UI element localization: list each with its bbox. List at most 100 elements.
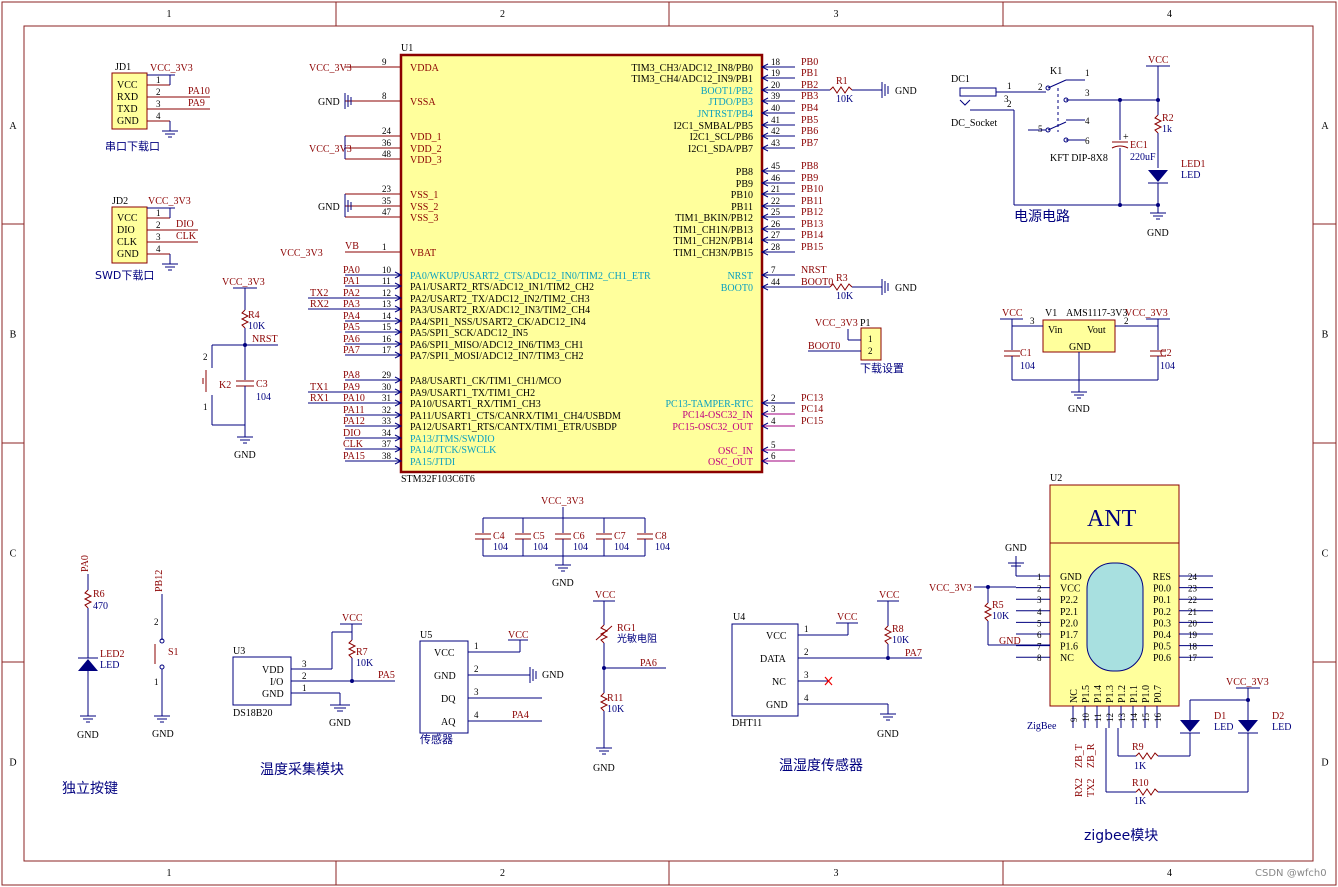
svg-text:3: 3 — [474, 687, 479, 697]
svg-text:1: 1 — [474, 641, 479, 651]
svg-text:4: 4 — [804, 693, 809, 703]
zigbee-bottom-pin-number: 11 — [1093, 713, 1103, 722]
mcu-right-net: PB4 — [801, 103, 818, 114]
zigbee-bottom-pin-name: NC — [1069, 689, 1080, 703]
mcu-pin-number: 18 — [771, 57, 781, 67]
ldo-c2-value: 104 — [1160, 361, 1175, 372]
dc1-ref: DC1 — [951, 74, 970, 85]
mcu-body — [399, 53, 764, 474]
zigbee-right-pin-name: P0.2 — [1153, 607, 1171, 618]
zigbee-right-pin-number: 21 — [1188, 607, 1197, 617]
jd1-power: VCC_3V3 — [150, 63, 193, 74]
mcu-pin-number: 27 — [771, 230, 781, 240]
ec1-value: 220uF — [1130, 152, 1156, 163]
r2-value: 1k — [1162, 124, 1172, 135]
mcu-pin-name: I2C1_SCL/PB6 — [690, 132, 753, 143]
r6-value: 470 — [93, 601, 108, 612]
border-row-label-left: D — [9, 758, 16, 769]
r1-value: 10K — [836, 94, 854, 105]
u3-vcc: VCC — [342, 613, 363, 624]
mcu-u1: U1 STM32F103C6T6 VDDA9VSSA8VDD_124VDD_23… — [280, 43, 833, 485]
zigbee-bottom-pin-number: 14 — [1129, 713, 1139, 723]
ldr-vcc: VCC — [595, 590, 616, 601]
mcu-pin-number: 11 — [382, 276, 391, 286]
zigbee-bottom-pins: NC9P1.510P1.411P1.312P1.213P1.114P1.015P… — [1069, 685, 1164, 792]
mcu-pin-number: 15 — [382, 322, 392, 332]
zigbee-left-pin-name: P2.2 — [1060, 595, 1078, 606]
svg-text:2: 2 — [474, 664, 479, 674]
zigbee-gnd-2: GND — [999, 636, 1021, 647]
r8-vcc: VCC — [879, 590, 900, 601]
mcu-pin-number: 19 — [771, 68, 781, 78]
zigbee-left-pin-number: 8 — [1037, 653, 1042, 663]
mcu-pin-number: 26 — [771, 219, 781, 229]
mcu-right-net: PB13 — [801, 219, 823, 230]
power-caption: 电源电路 — [1014, 209, 1070, 225]
decoup-power: VCC_3V3 — [541, 496, 584, 507]
zbt-label: ZB_T — [1074, 744, 1085, 768]
mcu-pin-number: 47 — [382, 207, 392, 217]
sensor-u5: U5 VCC GND DQ AQ 1 VCC 2 GND 3 4 PA4 传感器 — [419, 630, 564, 746]
mcu-right-net: PB12 — [801, 207, 823, 218]
r3-ref: R3 — [836, 273, 848, 284]
mcu-left-alias: RX1 — [310, 393, 329, 404]
mcu-pin-number: 1 — [382, 242, 387, 252]
svg-text:1: 1 — [156, 208, 161, 218]
mcu-left-net: PA15 — [343, 451, 365, 462]
mcu-pin-name: JTDO/PB3 — [709, 97, 753, 108]
zigbee-left-pin-number: 4 — [1037, 607, 1042, 617]
mcu-right-net: PB14 — [801, 230, 823, 241]
zigbee-left-pin-number: 6 — [1037, 630, 1042, 640]
decoup-cap-value: 104 — [493, 542, 508, 553]
r6-ref: R6 — [93, 589, 105, 600]
c3-ref: C3 — [256, 379, 268, 390]
svg-text:2: 2 — [154, 617, 159, 627]
decoup-cap-ref: C6 — [573, 531, 585, 542]
ec1-ref: EC1 — [1130, 140, 1148, 151]
mcu-right-net: PC14 — [801, 404, 823, 415]
dht11-module: U4 DHT11 VCC DATA NC GND 1 VCC 2 PA7 3 4… — [731, 590, 922, 774]
zigbee-right-pin-name: P0.5 — [1153, 642, 1171, 653]
border-col-label-bottom: 1 — [167, 868, 172, 879]
svg-text:5: 5 — [1038, 124, 1043, 134]
zigbee-right-pin-number: 17 — [1188, 653, 1198, 663]
r10-value: 1K — [1134, 796, 1147, 807]
mcu-pin-number: 2 — [771, 393, 776, 403]
mcu-pin-number: 41 — [771, 115, 780, 125]
mcu-pin-number: 23 — [382, 184, 392, 194]
u4-vcc: VCC — [837, 612, 858, 623]
jd2-pin-2: DIO — [117, 225, 135, 236]
mcu-pin-number: 37 — [382, 439, 392, 449]
mcu-gnd-net: GND — [318, 202, 340, 213]
decoup-cap-ref: C8 — [655, 531, 667, 542]
jd2-pin-4: GND — [117, 249, 139, 260]
mcu-right-net: PB6 — [801, 126, 818, 137]
mcu-pin-number: 29 — [382, 370, 392, 380]
u5-pin-aq: AQ — [441, 717, 456, 728]
u4-gnd: GND — [877, 729, 899, 740]
power-vcc: VCC — [1148, 55, 1169, 66]
zigbee-left-pin-number: 7 — [1037, 642, 1042, 652]
jd1-caption: 串口下载口 — [105, 140, 160, 153]
border-col-label-top: 4 — [1167, 9, 1172, 20]
border-row-label-left: A — [9, 121, 17, 132]
mcu-pin-name: VSS_3 — [410, 213, 438, 224]
jd1-net-pa10: PA10 — [188, 86, 210, 97]
u4-pin-gnd: GND — [766, 700, 788, 711]
mcu-pin-name: PA0/WKUP/USART2_CTS/ADC12_IN0/TIM2_CH1_E… — [410, 271, 651, 282]
mcu-pin-number: 10 — [382, 265, 392, 275]
mcu-pin-name: PA14/JTCK/SWCLK — [410, 445, 497, 456]
zigbee-left-pin-number: 1 — [1037, 572, 1042, 582]
zigbee-bottom-pin-number: 15 — [1141, 713, 1151, 723]
mcu-pin-name: PB11 — [731, 202, 753, 213]
mcu-pin-name: OSC_IN — [718, 446, 753, 457]
mcu-pin-number: 38 — [382, 451, 392, 461]
mcu-pin-name: PA11/USART1_CTS/CANRX/TIM1_CH4/USBDM — [410, 411, 621, 422]
mcu-pin-number: 34 — [382, 428, 392, 438]
svg-text:6: 6 — [1085, 136, 1090, 146]
mcu-pin-name: I2C1_SMBAL/PB5 — [674, 121, 753, 132]
mcu-pin-number: 42 — [771, 126, 780, 136]
